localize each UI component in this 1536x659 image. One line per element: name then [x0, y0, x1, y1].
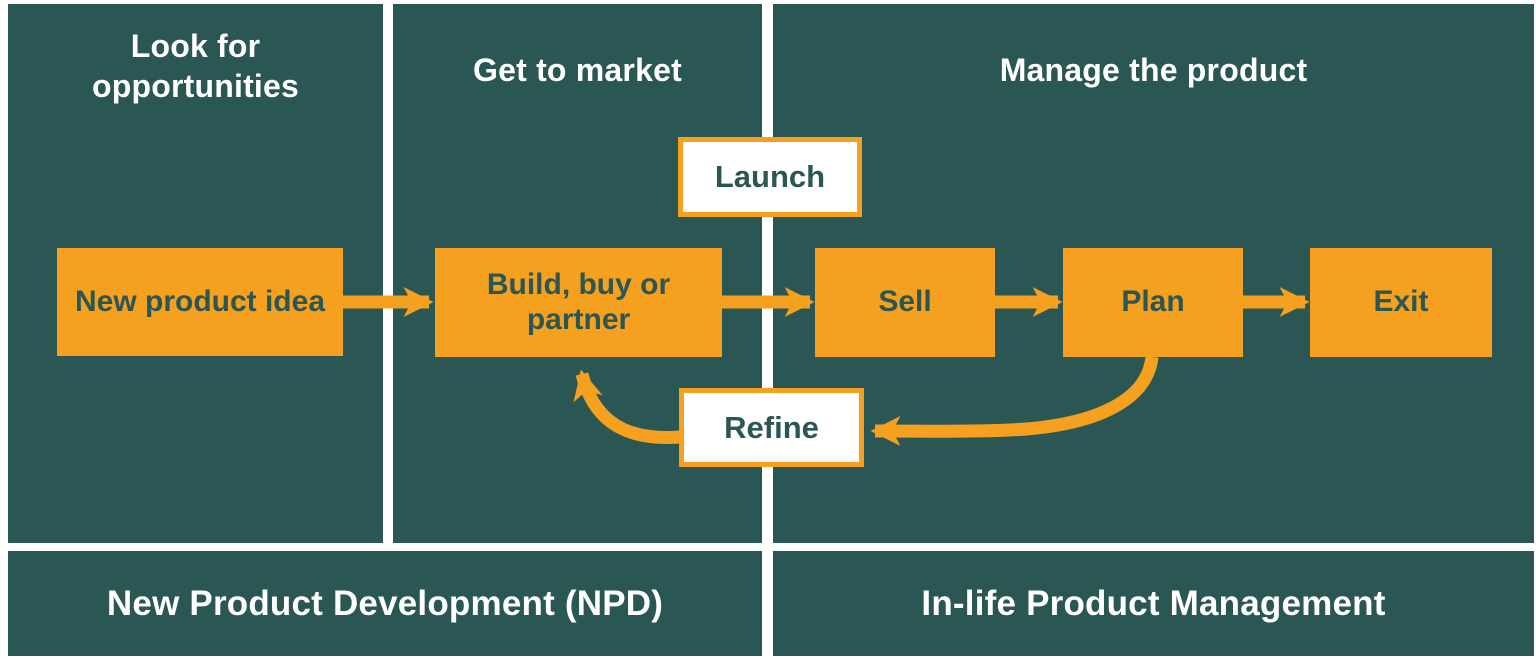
node-label: Sell: [878, 285, 932, 319]
node-label: Launch: [714, 159, 826, 195]
node-build-buy-partner: Build, buy or partner: [435, 248, 722, 357]
node-label: Refine: [724, 409, 819, 445]
stage-bar-label: In-life Product Management: [921, 583, 1386, 623]
stage-bar-in-life: In-life Product Management: [773, 551, 1534, 656]
node-label: Build, buy or partner: [486, 268, 671, 336]
stage-bar-npd: New Product Development (NPD): [8, 551, 762, 656]
stage-bar-label: New Product Development (NPD): [106, 583, 664, 623]
node-label: New product idea: [74, 284, 326, 318]
phase-header: Manage the product: [999, 52, 1308, 88]
node-refine: Refine: [679, 388, 864, 467]
node-label: Plan: [1121, 285, 1185, 319]
node-exit: Exit: [1310, 248, 1492, 357]
node-plan: Plan: [1063, 248, 1243, 357]
node-sell: Sell: [815, 248, 995, 357]
phase-header: Get to market: [473, 52, 682, 88]
node-label: Exit: [1373, 285, 1429, 319]
node-new-product-idea: New product idea: [57, 248, 343, 356]
phase-header: Look for opportunities: [91, 28, 300, 104]
node-launch: Launch: [678, 137, 862, 217]
